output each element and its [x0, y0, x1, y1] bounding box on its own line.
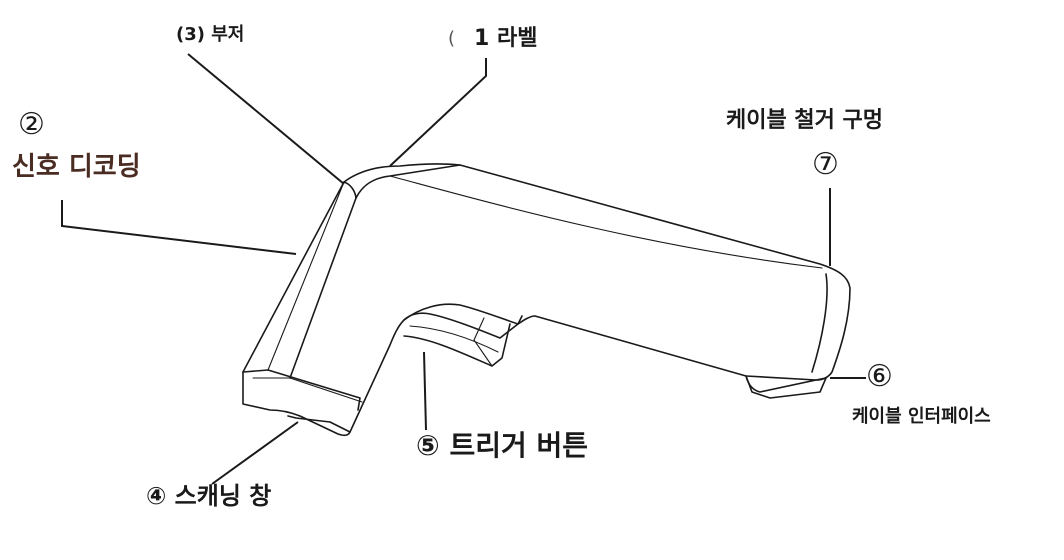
scan-window-edge — [252, 377, 363, 403]
buzzer-label: (3) 부저 — [176, 24, 245, 45]
scanner-body — [242, 163, 851, 437]
signal-decoding-number: ② — [18, 107, 45, 142]
scanner-outline — [242, 163, 851, 437]
trigger-lower — [403, 323, 511, 367]
trigger-leader — [423, 351, 427, 431]
trigger-outline — [403, 312, 523, 339]
label-label: 1 라벨 — [474, 26, 538, 51]
signal-decoding-label: 신호 디코딩 — [12, 152, 141, 182]
head-front-face — [289, 181, 357, 379]
label-leader — [389, 58, 487, 167]
trigger-edge — [473, 317, 493, 367]
cable-interface-label: 케이블 인터페이스 — [852, 406, 991, 427]
cable-removal-hole-label: 케이블 철거 구멍 — [726, 108, 883, 133]
cable-interface-plug — [745, 375, 827, 399]
scan-window-bottom — [287, 415, 351, 433]
cable-removal-number: ⑦ — [812, 147, 839, 182]
scan-window-label: ④ 스캐닝 창 — [146, 482, 272, 510]
body-ridge-line — [389, 175, 823, 269]
trigger-button-label: ⑤ 트리거 버튼 — [416, 429, 589, 462]
tail-face — [811, 273, 828, 373]
cable-interface-number: ⑥ — [866, 359, 893, 394]
signal-decoding-leader — [61, 200, 297, 255]
buzzer-leader — [187, 53, 345, 185]
trigger-inner — [409, 325, 499, 353]
scan-window-band — [242, 369, 361, 411]
leader-lines — [61, 53, 866, 485]
head-side-edge — [267, 181, 345, 371]
label-paren: ( — [448, 28, 456, 49]
scan-window-leader — [211, 421, 299, 485]
